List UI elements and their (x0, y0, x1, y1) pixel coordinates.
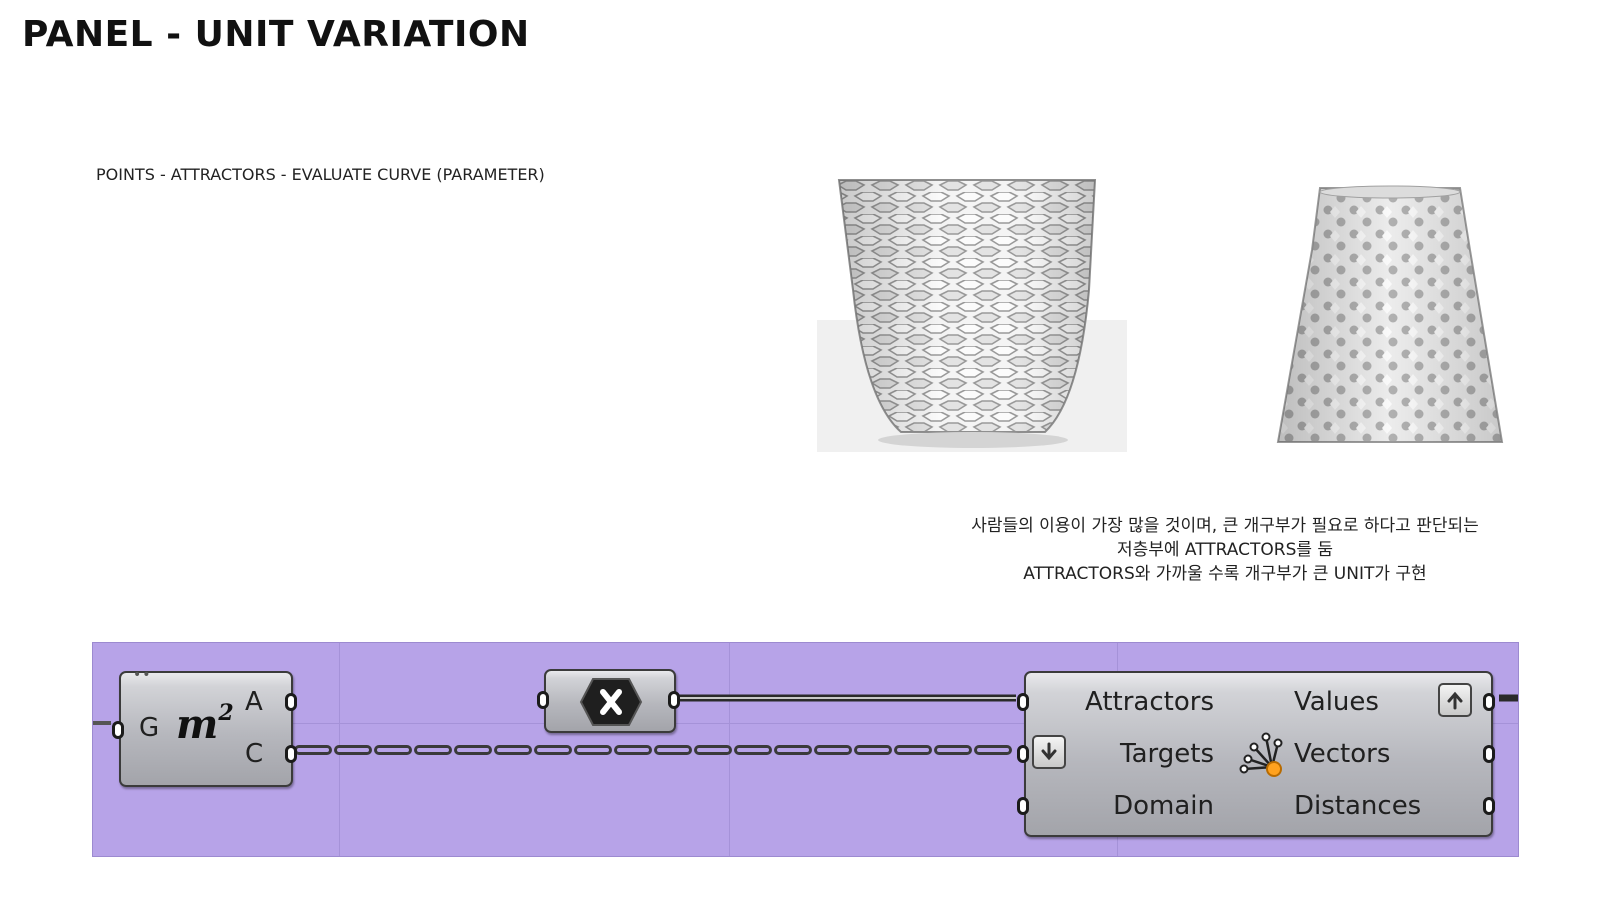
values-output-port[interactable] (1483, 693, 1495, 711)
pull-input-label: Targets (1120, 739, 1214, 769)
pull-output-label: Values (1294, 687, 1379, 717)
area-m2-icon: m2 (176, 699, 234, 748)
domain-input-port[interactable] (1017, 797, 1029, 815)
area-output-label: A (245, 687, 263, 717)
vectors-output-port[interactable] (1483, 745, 1495, 763)
pull-input-label: Attractors (1085, 687, 1214, 717)
grasshopper-canvas[interactable]: •• G m2 A C Attractors Targets Domain (92, 642, 1519, 857)
pull-input-label: Domain (1113, 791, 1214, 821)
pull-output-label: Vectors (1294, 739, 1391, 769)
targets-input-port[interactable] (1017, 745, 1029, 763)
close-x-hexagon-icon (579, 678, 643, 726)
drag-handle-icon: •• (133, 667, 152, 683)
negative-component[interactable] (537, 669, 680, 733)
page-subtitle: POINTS - ATTRACTORS - EVALUATE CURVE (PA… (96, 165, 545, 184)
note-line: 사람들의 이용이 가장 많을 것이며, 큰 개구부가 필요로 하다고 판단되는 (971, 516, 1479, 536)
grid-line (93, 723, 1518, 724)
pull-output-label: Distances (1294, 791, 1422, 821)
tower-render-image (1270, 180, 1515, 452)
distances-output-port[interactable] (1483, 797, 1495, 815)
area-component[interactable]: •• G m2 A C (112, 667, 297, 787)
area-output-port-c[interactable] (285, 745, 297, 763)
arrow-up-icon[interactable] (1438, 683, 1472, 717)
area-output-port-a[interactable] (285, 693, 297, 711)
negative-output-port[interactable] (668, 691, 680, 709)
attractors-input-port[interactable] (1017, 693, 1029, 711)
note-line: 저층부에 ATTRACTORS를 둠 (1116, 540, 1334, 560)
area-input-label: G (139, 713, 160, 743)
bowl-render-image (817, 170, 1127, 452)
area-output-label: C (245, 739, 264, 769)
wire-layer (93, 694, 1518, 755)
pull-points-icon (1239, 732, 1283, 777)
negative-input-port[interactable] (537, 691, 549, 709)
design-note: 사람들의 이용이 가장 많을 것이며, 큰 개구부가 필요로 하다고 판단되는 … (920, 514, 1530, 586)
area-input-port[interactable] (112, 721, 124, 739)
page-title: PANEL - UNIT VARIATION (22, 14, 530, 55)
pull-point-component[interactable]: Attractors Targets Domain Values Vectors… (1017, 671, 1495, 837)
note-line: ATTRACTORS와 가까울 수록 개구부가 큰 UNIT가 구현 (1023, 564, 1427, 584)
arrow-down-icon[interactable] (1032, 735, 1066, 769)
